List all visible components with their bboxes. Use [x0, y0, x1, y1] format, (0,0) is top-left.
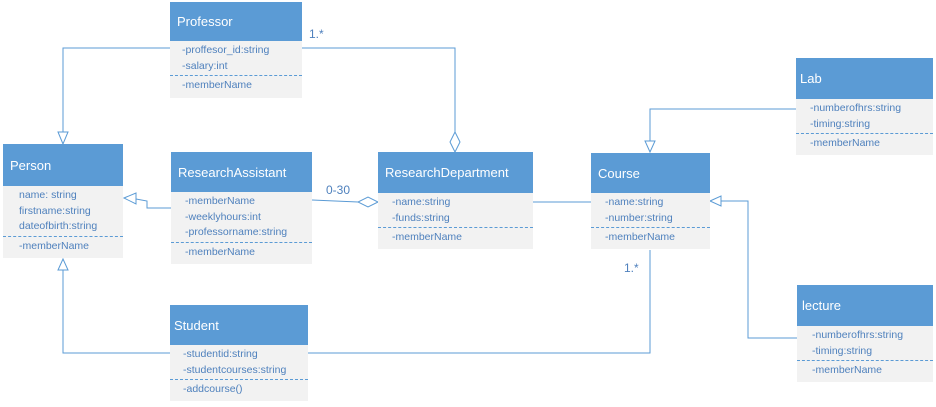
operations-section: -memberName	[796, 134, 933, 152]
attribute: -memberName	[185, 195, 256, 207]
operation: -addcourse()	[183, 383, 243, 395]
attribute: -professorname:string	[185, 226, 288, 238]
class-name: Person	[3, 144, 123, 186]
class-name: lecture	[797, 285, 933, 326]
attribute: -timing:string	[812, 344, 873, 357]
section-divider	[796, 133, 933, 134]
attribute: -studentcourses:string	[183, 363, 287, 376]
operation: -memberName	[605, 231, 676, 243]
operations-section: -memberName	[591, 228, 710, 246]
attributes-section: -proffesor_id:string -salary:int	[170, 41, 302, 74]
attributes-section: -name:string -funds:string	[378, 193, 533, 226]
attribute: -numberofhrs:string	[810, 102, 902, 114]
multiplicity-label: 0-30	[326, 183, 351, 197]
operation: -memberName	[19, 239, 90, 252]
aggregation-diamond	[449, 130, 461, 154]
operation: -memberName	[185, 245, 256, 258]
class-name: ResearchDepartment	[378, 152, 533, 193]
attribute: -proffesor_id:string	[182, 44, 270, 56]
operations-section: -memberName	[797, 361, 933, 379]
operation: -memberName	[392, 231, 463, 243]
attributes-section: name: string firstname:string dateofbirt…	[3, 186, 123, 235]
class-course[interactable]: Course -name:string -number:string -memb…	[591, 153, 710, 249]
generalization-arrowhead	[57, 257, 69, 271]
attribute: -weeklyhours:int	[185, 210, 261, 223]
attribute: -number:string	[605, 211, 673, 224]
section-divider	[591, 227, 710, 228]
class-professor[interactable]: Professor -proffesor_id:string -salary:i…	[170, 2, 302, 98]
edge-student-course	[308, 250, 651, 354]
class-research-department[interactable]: ResearchDepartment -name:string -funds:s…	[378, 152, 533, 249]
operations-section: -memberName	[3, 237, 123, 255]
attributes-section: -memberName -weeklyhours:int -professorn…	[171, 192, 312, 241]
aggregation-diamond	[356, 196, 380, 208]
section-divider	[170, 75, 302, 76]
operations-section: -memberName	[171, 243, 312, 261]
edge-assistant-department	[311, 199, 359, 203]
operations-section: -memberName	[378, 228, 533, 246]
section-divider	[378, 227, 533, 228]
attribute: -numberofhrs:string	[812, 329, 904, 341]
operation: -memberName	[810, 137, 881, 149]
class-name: Student	[170, 305, 308, 345]
class-lab[interactable]: Lab -numberofhrs:string -timing:string -…	[796, 58, 933, 155]
edge-lecture-course	[721, 200, 797, 339]
attribute: -name:string	[392, 196, 451, 208]
attribute: firstname:string	[19, 204, 91, 217]
class-research-assistant[interactable]: ResearchAssistant -memberName -weeklyhou…	[171, 152, 312, 264]
edge-lab-course	[649, 108, 796, 141]
generalization-arrowhead	[708, 195, 722, 207]
attribute: dateofbirth:string	[19, 220, 98, 232]
operations-section: -memberName	[170, 76, 302, 94]
class-lecture[interactable]: lecture -numberofhrs:string -timing:stri…	[797, 285, 933, 382]
attribute: -salary:int	[182, 59, 228, 72]
operation: -memberName	[812, 364, 883, 376]
class-name: Course	[591, 153, 710, 193]
generalization-arrowhead	[644, 140, 656, 154]
section-divider	[171, 241, 312, 243]
class-name: Lab	[796, 58, 933, 99]
operation: -memberName	[182, 79, 253, 91]
edge-student-person	[62, 270, 170, 354]
section-divider	[170, 379, 308, 380]
class-name: Professor	[170, 2, 302, 41]
multiplicity-label: 1.*	[624, 261, 639, 275]
attribute: -funds:string	[392, 211, 450, 224]
attributes-section: -name:string -number:string	[591, 193, 710, 226]
attribute: name: string	[19, 189, 77, 201]
attribute: -name:string	[605, 196, 664, 208]
class-name: ResearchAssistant	[171, 152, 312, 192]
edge-professor-department	[302, 47, 456, 132]
generalization-arrowhead	[122, 192, 137, 205]
attributes-section: -numberofhrs:string -timing:string	[797, 326, 933, 359]
section-divider	[797, 360, 933, 361]
edge-assistant-person	[135, 198, 171, 209]
attributes-section: -numberofhrs:string -timing:string	[796, 99, 933, 132]
attributes-section: -studentid:string -studentcourses:string	[170, 345, 308, 378]
attribute: -studentid:string	[183, 348, 258, 360]
class-person[interactable]: Person name: string firstname:string dat…	[3, 144, 123, 258]
generalization-arrowhead	[57, 131, 69, 146]
class-student[interactable]: Student -studentid:string -studentcourse…	[170, 305, 308, 401]
attribute: -timing:string	[810, 117, 871, 130]
edge-professor-person	[62, 47, 170, 140]
operations-section: -addcourse()	[170, 380, 308, 398]
section-divider	[3, 235, 123, 237]
multiplicity-label: 1.*	[309, 27, 324, 41]
